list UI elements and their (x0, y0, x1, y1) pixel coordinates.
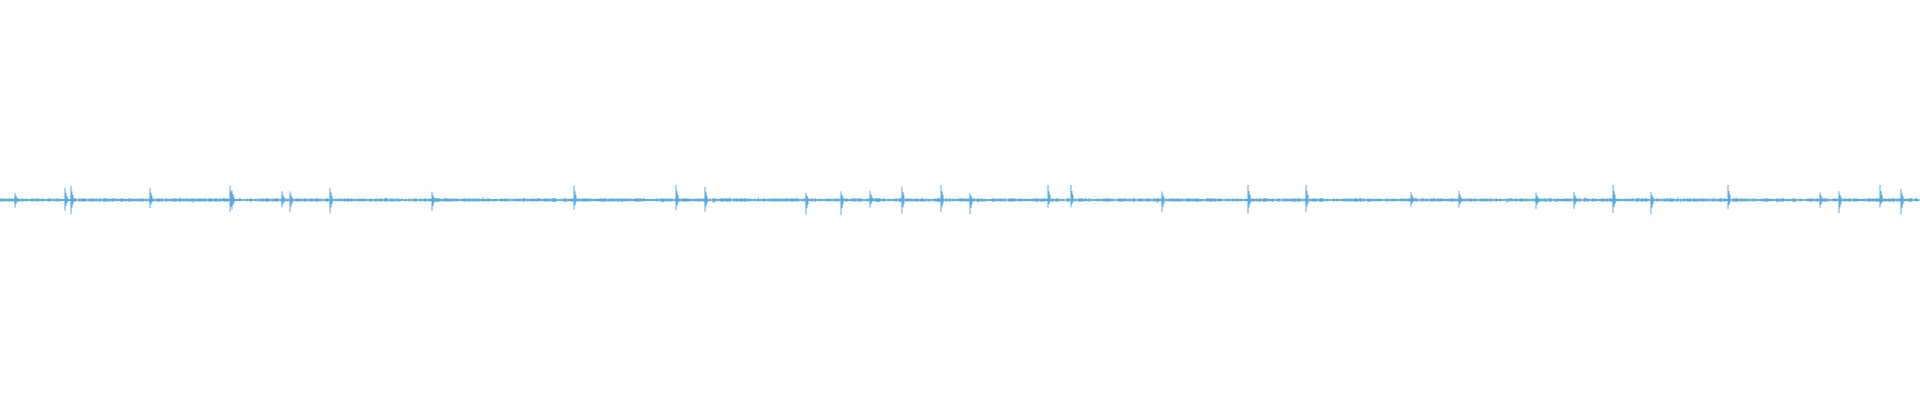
waveform-spike (1838, 191, 1842, 213)
waveform-spike (805, 192, 809, 215)
waveform-spike (1819, 192, 1823, 208)
waveform-spike (1247, 185, 1251, 214)
waveform-spike (289, 191, 293, 213)
waveform-spike (1535, 192, 1539, 209)
waveform-spike (14, 192, 18, 208)
waveform-spike (969, 193, 973, 214)
waveform-spike (281, 191, 285, 208)
waveform-spike (1879, 184, 1883, 208)
waveform-spike (1650, 191, 1654, 215)
waveform-spike (704, 187, 708, 212)
waveform-spike (149, 188, 153, 208)
waveform-spike (1727, 185, 1731, 210)
waveform-spike (1573, 192, 1577, 209)
waveform-spike (231, 190, 235, 210)
waveform-spike (1410, 191, 1414, 208)
waveform-spike (64, 188, 68, 211)
waveform-spike (940, 185, 944, 213)
waveform-spike (1047, 185, 1051, 208)
waveform-spike (675, 185, 679, 211)
waveform-spike (431, 191, 435, 212)
waveform-spike (573, 185, 577, 210)
waveform-spike (70, 185, 74, 215)
waveform-spike (1458, 191, 1462, 208)
waveform-spike (869, 190, 873, 208)
waveform-band (0, 197, 1920, 203)
waveform-spike (1612, 185, 1616, 213)
waveform-spike (840, 191, 844, 215)
waveform-spike (901, 186, 905, 214)
waveform-spike (1161, 191, 1165, 213)
waveform-spike (329, 187, 333, 214)
waveform-spike (1070, 185, 1074, 208)
waveform-spike (1305, 184, 1309, 212)
waveform-trace (0, 184, 1920, 215)
waveform-spike (1900, 188, 1904, 215)
